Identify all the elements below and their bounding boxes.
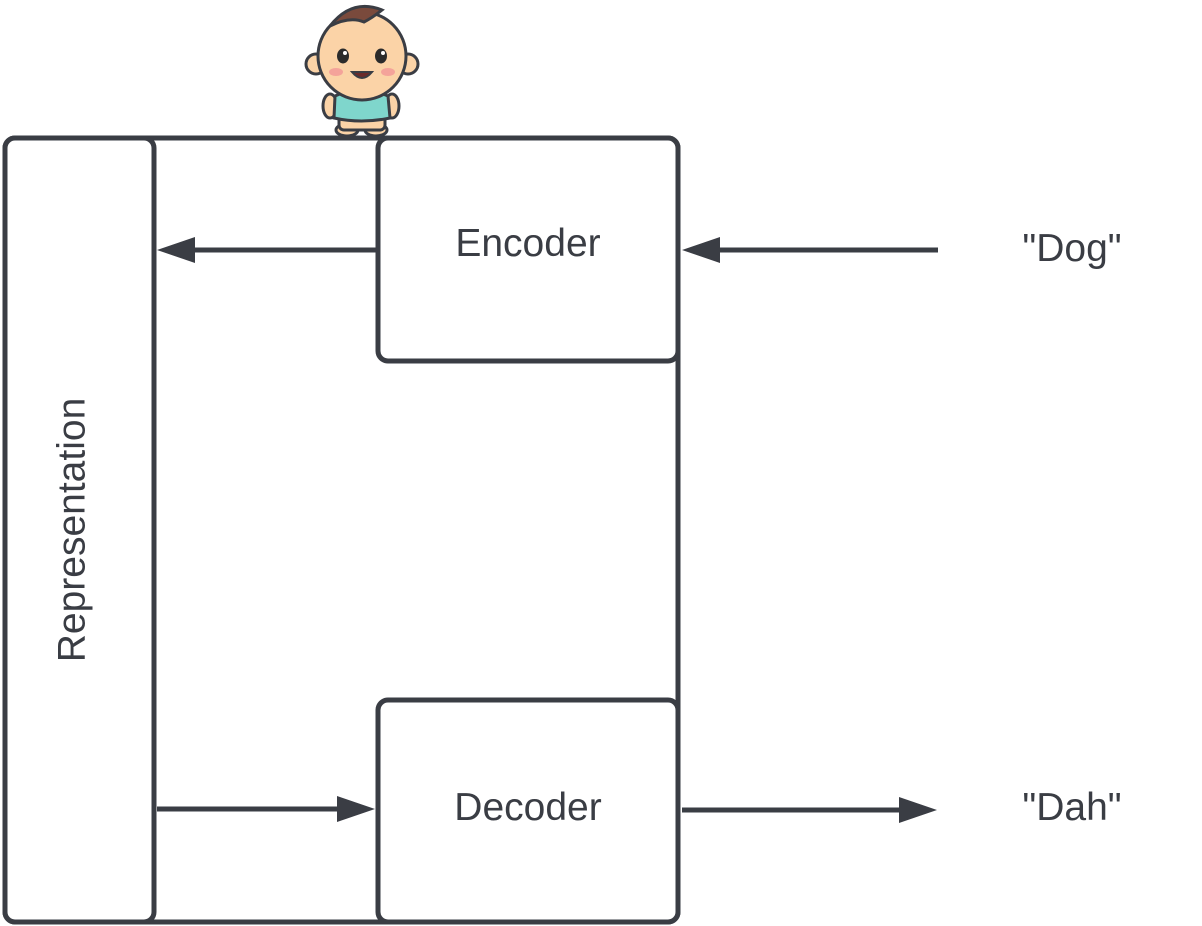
output-arrow xyxy=(682,797,937,823)
representation-label: Representation xyxy=(50,398,93,663)
baby-icon xyxy=(304,5,420,138)
input-arrow xyxy=(682,237,938,263)
decoder-box xyxy=(375,697,681,925)
encoder-label: Encoder xyxy=(455,222,600,265)
representation-to-decoder-arrow xyxy=(157,796,375,822)
encoder-to-representation-arrow xyxy=(157,237,378,263)
output-word: "Dah" xyxy=(1022,786,1121,829)
input-word: "Dog" xyxy=(1022,227,1121,270)
decoder-label: Decoder xyxy=(454,786,601,829)
representation-box xyxy=(2,135,157,925)
